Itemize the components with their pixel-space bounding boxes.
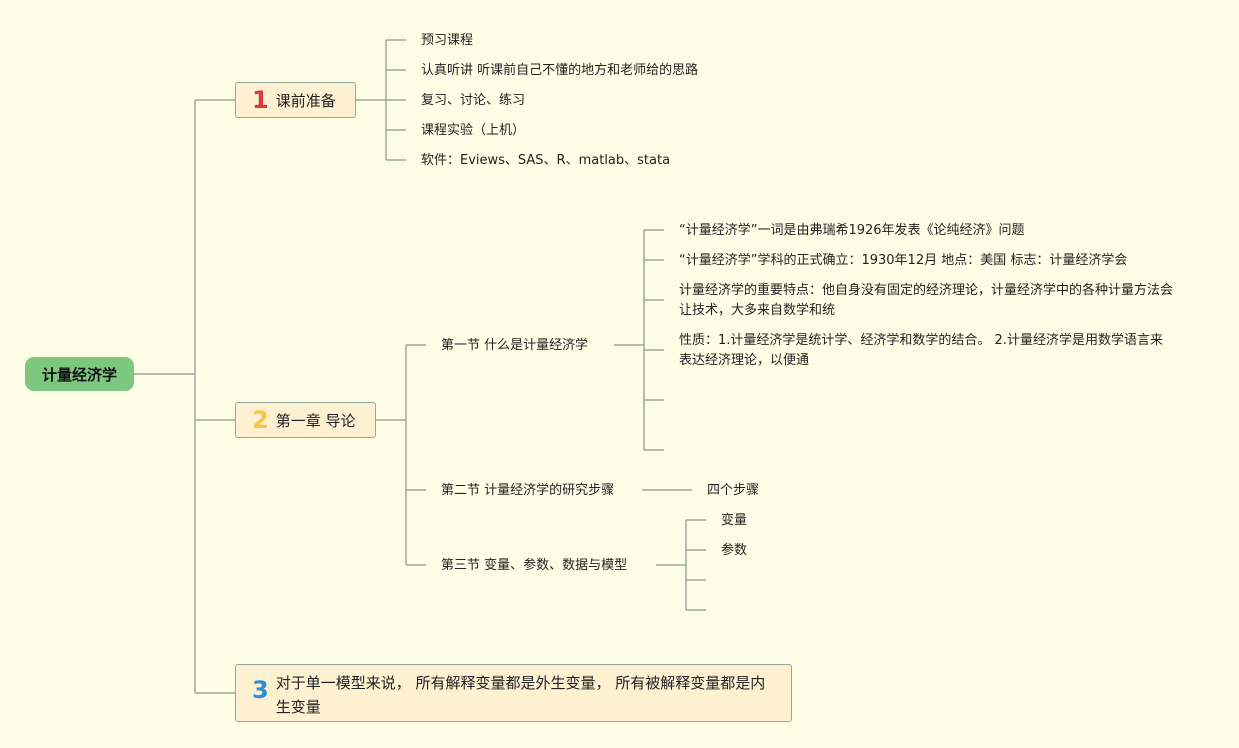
- root-node[interactable]: 计量经济学: [25, 357, 134, 391]
- s2-item-1[interactable]: 四个步骤: [707, 483, 760, 498]
- s1-item-1[interactable]: “计量经济学”一词是由弗瑞希1926年发表《论纯经济》问题: [679, 223, 1025, 238]
- chapter-3-node[interactable]: 3 对于单一模型来说， 所有解释变量都是外生变量， 所有被解释变量都是内生变量: [235, 664, 792, 722]
- chapter-2-title: 第一章 导论: [275, 411, 356, 430]
- s3-item-1[interactable]: 变量: [721, 513, 748, 528]
- chapter-1-title: 课前准备: [275, 91, 336, 110]
- section-2-title[interactable]: 第二节 计量经济学的研究步骤: [441, 483, 615, 498]
- ch1-item-3[interactable]: 复习、讨论、练习: [421, 93, 526, 108]
- root-label: 计量经济学: [41, 365, 117, 384]
- ch1-item-4[interactable]: 课程实验（上机）: [421, 123, 526, 138]
- ch1-item-1[interactable]: 预习课程: [421, 33, 474, 48]
- number-3-icon: 3: [252, 676, 269, 704]
- number-2-icon: 2: [252, 406, 269, 434]
- section-3-title[interactable]: 第三节 变量、参数、数据与模型: [441, 558, 628, 573]
- chapter-1-node[interactable]: 1 课前准备: [235, 82, 356, 118]
- s3-item-2[interactable]: 参数: [721, 543, 748, 558]
- ch1-item-2[interactable]: 认真听讲 听课前自己不懂的地方和老师给的思路: [421, 63, 699, 78]
- s1-item-3[interactable]: 计量经济学的重要特点：他自身没有固定的经济理论，计量经济学中的各种计量方法会让技…: [679, 283, 1174, 318]
- ch1-item-5[interactable]: 软件：Eviews、SAS、R、matlab、stata: [421, 153, 671, 168]
- s1-item-2[interactable]: “计量经济学”学科的正式确立：1930年12月 地点：美国 标志：计量经济学会: [679, 253, 1128, 268]
- number-1-icon: 1: [252, 86, 269, 114]
- section-1-title[interactable]: 第一节 什么是计量经济学: [441, 338, 589, 353]
- s1-item-4[interactable]: 性质：1.计量经济学是统计学、经济学和数学的结合。 2.计量经济学是用数学语言来…: [679, 333, 1163, 368]
- chapter-3-title: 对于单一模型来说， 所有解释变量都是外生变量， 所有被解释变量都是内生变量: [275, 674, 766, 716]
- chapter-2-node[interactable]: 2 第一章 导论: [235, 402, 376, 438]
